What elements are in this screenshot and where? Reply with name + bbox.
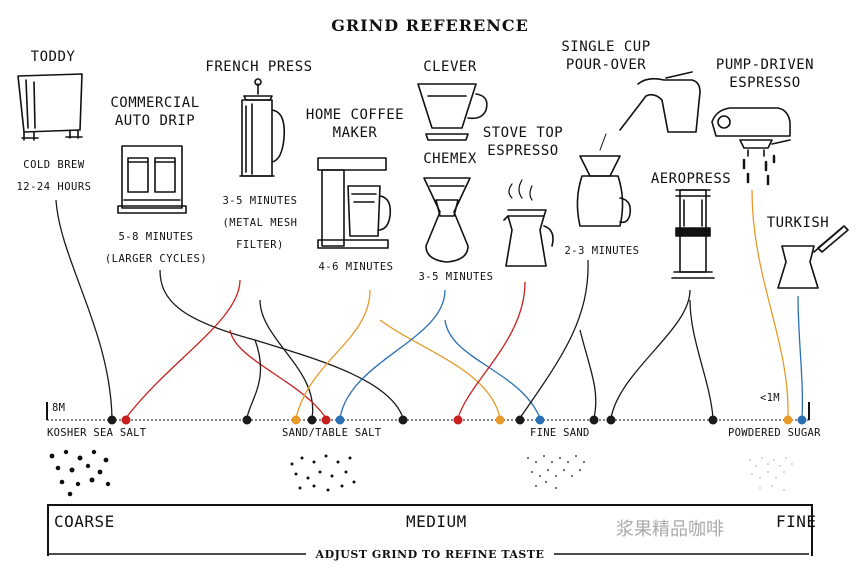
scale-coarse: COARSE (54, 512, 115, 531)
scale-medium: MEDIUM (406, 512, 467, 531)
connector-lines (55, 189, 804, 419)
fine-sample (527, 455, 585, 489)
stove-top-illustration (503, 179, 554, 267)
axis-left-size: 8M (52, 402, 66, 414)
grind-samples (49, 449, 793, 497)
french-press-illustration (239, 78, 286, 177)
watermark: 浆果精品咖啡 (616, 519, 724, 540)
grind-scale (47, 504, 813, 556)
axis-right-size: <1M (760, 392, 780, 404)
clever-illustration (417, 83, 488, 141)
auto-drip-note: 5-8 MINUTES (LARGER CYCLES) (104, 231, 208, 265)
reference-table-salt: SAND/TABLE SALT (282, 427, 382, 439)
pour-over-label: SINGLE CUP POUR-OVER (561, 39, 651, 73)
footer-note: ADJUST GRIND TO REFINE TASTE (0, 548, 860, 561)
clever-label: CLEVER (423, 59, 477, 75)
toddy-note: COLD BREW 12-24 HOURS (16, 159, 92, 193)
chemex-note: 3-5 MINUTES (418, 271, 494, 283)
toddy-illustration (17, 73, 83, 141)
pour-over-illustration (576, 71, 701, 227)
powder-sample (749, 457, 793, 491)
chemex-illustration (423, 177, 471, 263)
home-coffee-maker-label: HOME COFFEE MAKER (305, 107, 405, 141)
reference-powdered-sugar: POWDERED SUGAR (728, 427, 821, 439)
scale-fine: FINE (776, 512, 817, 531)
aeropress-illustration (671, 189, 715, 279)
espresso-label: PUMP-DRIVEN ESPRESSO (715, 57, 815, 91)
pour-over-note: 2-3 MINUTES (564, 245, 640, 257)
page-title: GRIND REFERENCE (331, 16, 529, 35)
reference-fine-sand: FINE SAND (530, 427, 590, 439)
toddy-label: TODDY (30, 49, 76, 65)
aeropress-label: AEROPRESS (650, 171, 732, 187)
axis-line (46, 402, 810, 421)
coarse-sample (49, 449, 111, 497)
footer-text: ADJUST GRIND TO REFINE TASTE (305, 548, 555, 561)
medium-sample (290, 454, 356, 492)
auto-drip-illustration (117, 145, 187, 214)
chemex-label: CHEMEX (423, 151, 477, 167)
espresso-illustration (711, 107, 791, 186)
home-coffee-maker-illustration (317, 157, 392, 249)
auto-drip-label: COMMERCIAL AUTO DRIP (110, 95, 200, 129)
french-press-note: 3-5 MINUTES (METAL MESH FILTER) (222, 195, 298, 251)
home-coffee-maker-note: 4-6 MINUTES (318, 261, 394, 273)
turkish-label: TURKISH (766, 215, 830, 231)
turkish-illustration (777, 225, 849, 289)
axis-markers (107, 415, 807, 425)
french-press-label: FRENCH PRESS (205, 59, 313, 75)
stove-top-label: STOVE TOP ESPRESSO (482, 125, 564, 159)
reference-kosher-salt: KOSHER SEA SALT (47, 427, 147, 439)
